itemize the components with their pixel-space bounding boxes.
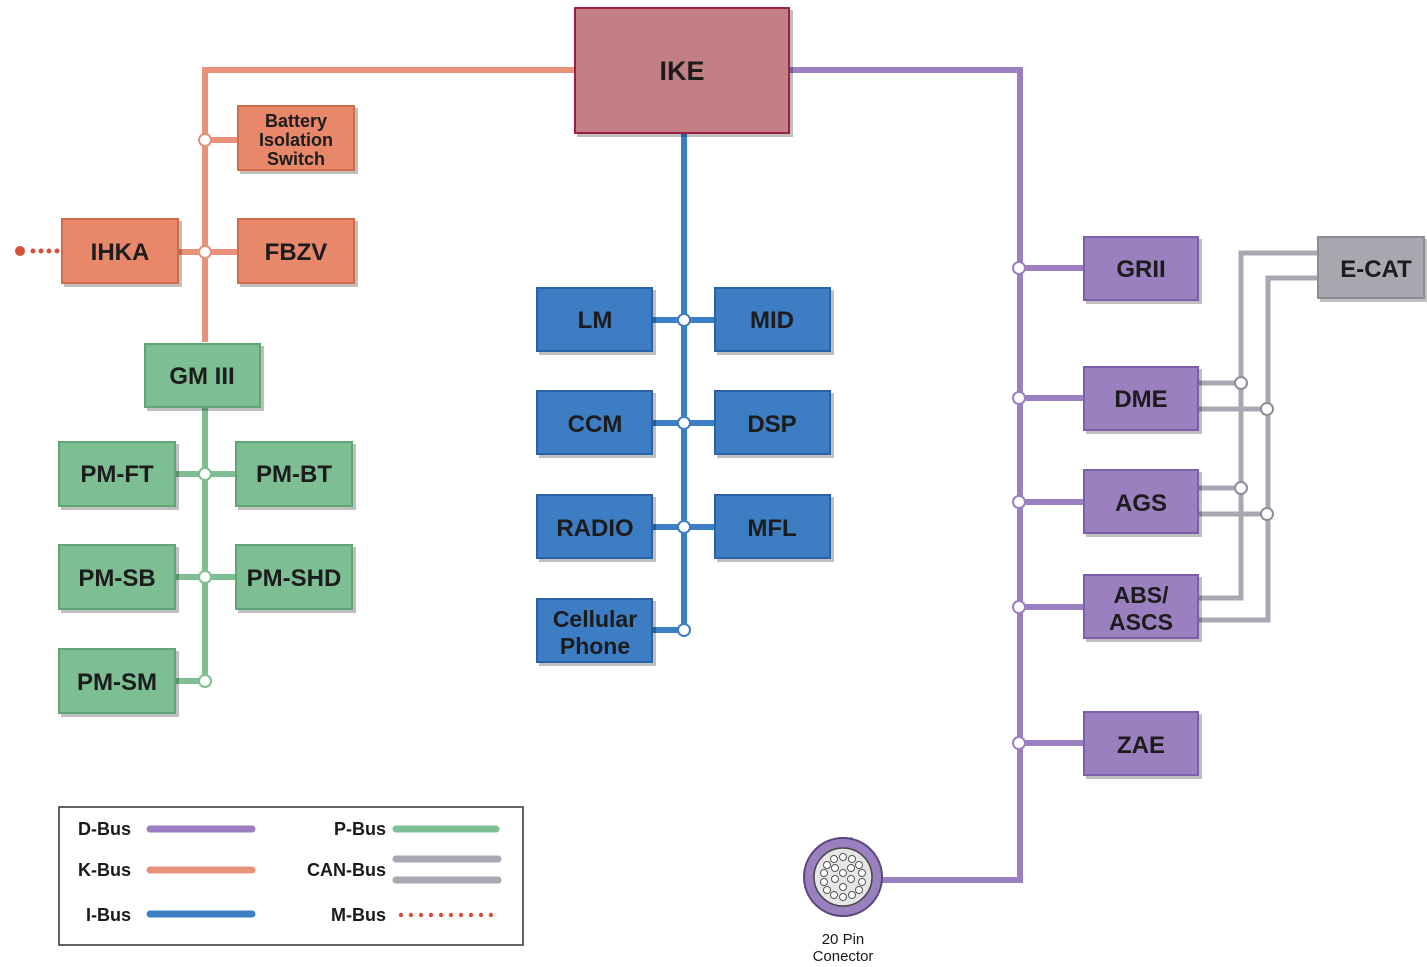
gm3-label: GM III xyxy=(169,363,234,390)
fbzv-label: FBZV xyxy=(265,239,328,266)
dme-module[interactable]: DME xyxy=(1083,366,1199,431)
p-bus-nodes xyxy=(198,467,212,688)
legend-can-bus-label: CAN-Bus xyxy=(307,860,386,880)
ags-label: AGS xyxy=(1115,490,1167,517)
connector-label-line-1: 20 Pin xyxy=(822,931,865,948)
legend-m-bus-swatch xyxy=(398,912,494,918)
gm3-module[interactable]: GM III xyxy=(144,343,261,408)
k-bus-nodes xyxy=(198,133,212,259)
legend-k-bus-label: K-Bus xyxy=(78,860,131,880)
can-bus-lines xyxy=(1198,250,1318,623)
ccm-module[interactable]: CCM xyxy=(536,390,653,455)
pm-sm-module[interactable]: PM-SM xyxy=(58,648,176,714)
pm-shd-label: PM-SHD xyxy=(247,565,342,592)
legend: D-Bus K-Bus I-Bus P-Bus CAN-Bus M-Bus xyxy=(58,806,524,946)
abs-ascs-line-1: ABS/ xyxy=(1114,582,1170,608)
pm-bt-module[interactable]: PM-BT xyxy=(235,441,353,507)
fbzv-module[interactable]: FBZV xyxy=(237,218,355,284)
battery-isolation-line-3: Switch xyxy=(267,149,325,169)
mid-label: MID xyxy=(750,307,794,334)
legend-p-bus-label: P-Bus xyxy=(334,819,386,839)
abs-ascs-line-2: ASCS xyxy=(1109,609,1173,635)
battery-isolation-line-2: Isolation xyxy=(259,130,333,150)
connector-label-line-2: Conector xyxy=(813,948,874,965)
pm-sm-label: PM-SM xyxy=(77,669,157,696)
dsp-label: DSP xyxy=(747,411,796,438)
mfl-module[interactable]: MFL xyxy=(714,494,831,559)
ihka-module[interactable]: IHKA xyxy=(61,218,179,284)
d-bus-lines xyxy=(789,67,1084,883)
ike-module[interactable]: IKE xyxy=(574,7,790,134)
lm-module[interactable]: LM xyxy=(536,287,653,352)
pm-sb-label: PM-SB xyxy=(78,565,155,592)
mid-module[interactable]: MID xyxy=(714,287,831,352)
legend-d-bus-label: D-Bus xyxy=(78,819,131,839)
pm-shd-module[interactable]: PM-SHD xyxy=(235,544,353,610)
radio-module[interactable]: RADIO xyxy=(536,494,653,559)
ecat-label: E-CAT xyxy=(1340,256,1412,283)
cellular-phone-line-1: Cellular xyxy=(553,606,637,632)
grii-module[interactable]: GRII xyxy=(1083,236,1199,301)
zae-label: ZAE xyxy=(1117,732,1165,759)
p-bus-lines xyxy=(175,405,236,684)
dme-label: DME xyxy=(1114,386,1167,413)
legend-m-bus-label: M-Bus xyxy=(331,905,386,925)
pm-sb-module[interactable]: PM-SB xyxy=(58,544,176,610)
pm-ft-module[interactable]: PM-FT xyxy=(58,441,176,507)
zae-module[interactable]: ZAE xyxy=(1083,711,1199,776)
ihka-label: IHKA xyxy=(91,239,150,266)
connector-pins xyxy=(820,853,866,901)
ccm-label: CCM xyxy=(568,411,623,438)
ike-label: IKE xyxy=(659,56,704,86)
i-bus-lines xyxy=(652,133,715,633)
mfl-label: MFL xyxy=(747,515,796,542)
can-bus-nodes xyxy=(1234,376,1274,521)
radio-label: RADIO xyxy=(556,515,633,542)
pm-bt-label: PM-BT xyxy=(256,461,332,488)
battery-isolation-switch-module[interactable]: Battery Isolation Switch xyxy=(237,105,355,171)
ecat-module[interactable]: E-CAT xyxy=(1317,236,1425,299)
abs-ascs-module[interactable]: ABS/ ASCS xyxy=(1083,574,1199,639)
i-bus-nodes xyxy=(677,313,691,637)
diagnostic-connector[interactable]: 20 Pin Conector xyxy=(803,837,883,965)
lm-label: LM xyxy=(578,307,613,334)
dsp-module[interactable]: DSP xyxy=(714,390,831,455)
m-bus-line xyxy=(15,246,60,256)
ags-module[interactable]: AGS xyxy=(1083,469,1199,534)
grii-label: GRII xyxy=(1116,256,1165,283)
cellular-phone-line-2: Phone xyxy=(560,633,630,659)
d-bus-nodes xyxy=(1012,261,1026,750)
pm-ft-label: PM-FT xyxy=(80,461,154,488)
cellular-phone-module[interactable]: Cellular Phone xyxy=(536,598,653,663)
legend-i-bus-label: I-Bus xyxy=(86,905,131,925)
battery-isolation-line-1: Battery xyxy=(265,111,327,131)
